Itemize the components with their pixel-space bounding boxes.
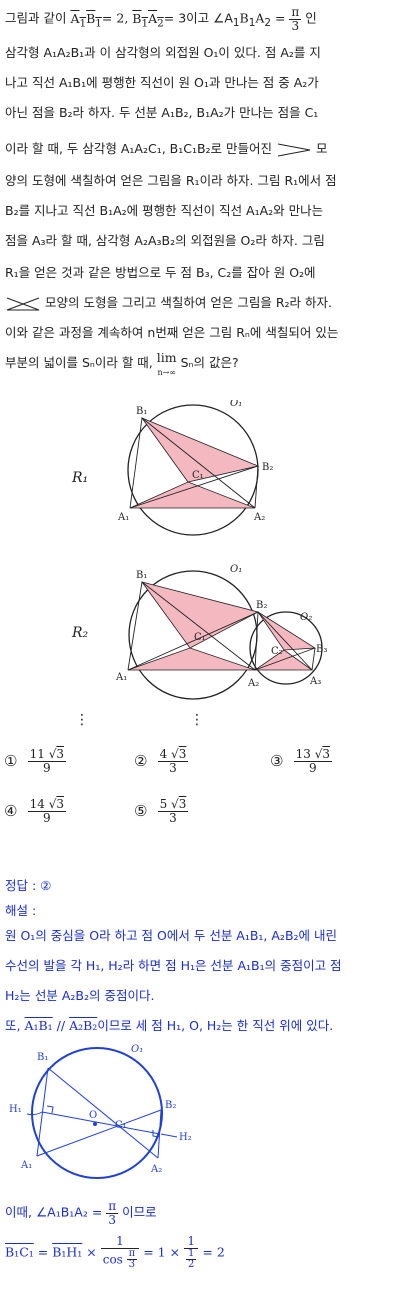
label-c1: C₁ — [192, 470, 204, 481]
label-h2: H₂ — [179, 1132, 192, 1143]
label-a1: A₁ — [20, 1160, 32, 1171]
problem-line-7: B₂를 지나고 직선 B₁A₂에 평행한 직선이 직선 A₁A₂와 만나는 — [5, 203, 324, 218]
label-b1: B₁ — [136, 570, 147, 581]
label-a1: A₁ — [115, 672, 127, 683]
label-a1: A₁ — [117, 512, 129, 523]
label-o2: O₂ — [300, 612, 312, 623]
solution-line-4: 또, A₁B₁ // A₂B₂이므로 세 점 H₁, O, H₂는 한 직선 위… — [5, 1018, 334, 1033]
label-a2: A₂ — [150, 1164, 162, 1175]
problem-line-6: 양의 도형에 색칠하여 얻은 그림을 R₁이라 하자. 그림 R₁에서 점 — [5, 173, 337, 188]
label-b2: B₂ — [262, 462, 273, 473]
shaded-triangle-1a — [141, 581, 260, 649]
problem-line-4: 아닌 점을 B₂라 하자. 두 선분 A₁B₂, B₁A₂가 만나는 점을 C₁ — [5, 105, 319, 120]
problem-line-9: R₁을 얻은 것과 같은 방법으로 두 점 B₃, C₂를 잡아 원 O₂에 — [5, 265, 316, 280]
label-a2: A₂ — [253, 512, 265, 523]
solution-line-1: 원 O₁의 중심을 O라 하고 점 O에서 두 선분 A₁B₁, A₂B₂에 내… — [5, 928, 338, 943]
solution-line-2: 수선의 발을 각 H₁, H₂라 하면 점 H₁은 선분 A₁B₁의 중점이고 … — [5, 958, 342, 973]
label-o1: O₁ — [230, 564, 242, 575]
shaded-triangle-1b — [127, 647, 256, 671]
solution-figure: B₁ O₁ H₁ O C₁ B₂ H₂ A₁ A₂ — [9, 1044, 192, 1179]
label-o: O — [89, 1110, 97, 1121]
figure-r2-label: R₂ — [72, 625, 89, 641]
problem-line-8: 점을 A₃라 할 때, 삼각형 A₂A₃B₂의 외접원을 O₂라 하자. 그림 — [5, 233, 325, 248]
label-c1: C₁ — [194, 632, 206, 643]
problem-line-11: 이와 같은 과정을 계속하여 n번째 얻은 그림 Rₙ에 색칠되어 있는 — [5, 325, 339, 340]
label-c2: C₂ — [271, 646, 283, 657]
continuation-dots-1: ⋮ — [75, 712, 89, 728]
figure-r1: B₁ O₁ B₂ C₁ A₁ A₂ — [117, 400, 273, 536]
bowtie-shape-icon — [277, 143, 311, 156]
label-o1: O₁ — [230, 400, 242, 409]
label-b2: B₂ — [256, 600, 267, 611]
label-a3: A₃ — [309, 676, 321, 687]
shaded-triangle-b1c1b2 — [140, 417, 260, 483]
label-b1: B₁ — [136, 406, 147, 417]
label-b1: B₁ — [37, 1052, 48, 1063]
label-o1: O₁ — [131, 1044, 143, 1055]
shaded-triangle-2a — [257, 611, 317, 651]
circle-o1 — [31, 1047, 163, 1179]
bowtie-shape-icon-2 — [6, 297, 40, 310]
label-b2: B₂ — [165, 1100, 176, 1111]
solution-line-3: H₂는 선분 A₂B₂의 중점이다. — [5, 988, 155, 1003]
explanation-label: 해설 : — [5, 903, 37, 918]
figure-r2: B₁ O₁ B₂ O₂ C₁ C₂ B₃ A₁ A₂ A₃ — [115, 564, 327, 700]
continuation-dots-2: ⋮ — [190, 712, 204, 728]
label-b3: B₃ — [316, 644, 327, 655]
problem-line-3: 나고 직선 A₁B₁에 평행한 직선이 원 O₁과 만나는 점 중 A₂가 — [5, 75, 319, 90]
label-c1: C₁ — [115, 1120, 127, 1131]
circle-o2 — [249, 611, 323, 685]
answer-label: 정답 : ② — [5, 878, 52, 893]
problem-line-2: 삼각형 A₁A₂B₁과 이 삼각형의 외접원 O₁이 있다. 점 A₂를 지 — [5, 45, 321, 60]
shaded-triangle-a1a2c1 — [129, 481, 256, 509]
problem-line-10: 모양의 도형을 그리고 색칠하여 얻은 그림을 R₂라 하자. — [5, 292, 395, 312]
figure-r1-label: R₁ — [72, 470, 89, 486]
label-h1: H₁ — [9, 1104, 22, 1115]
problem-line-5: 이라 할 때, 두 삼각형 A₁A₂C₁, B₁C₁B₂로 만들어진 모 — [5, 141, 328, 156]
label-a2: A₂ — [247, 678, 259, 689]
